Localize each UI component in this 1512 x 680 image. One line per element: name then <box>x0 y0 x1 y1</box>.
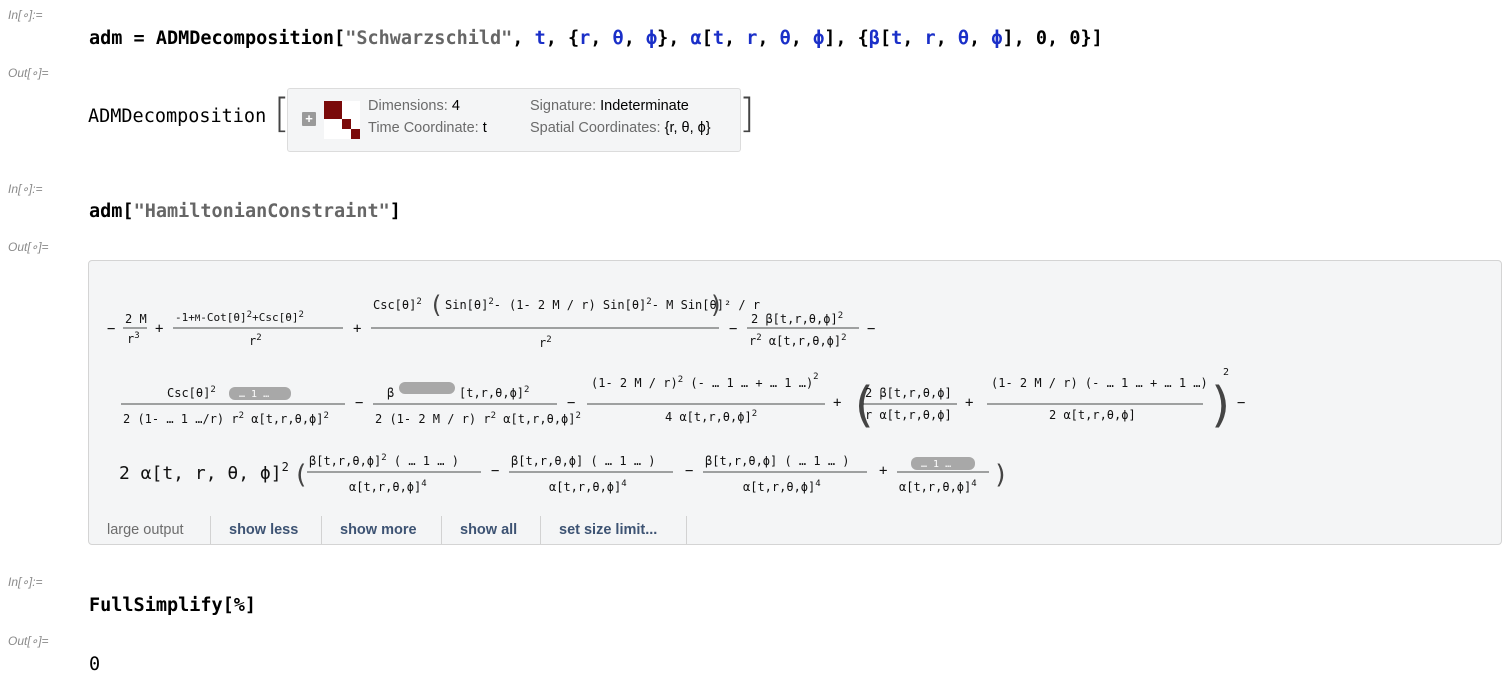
svg-text:Csc[θ]2: Csc[θ]2 <box>373 297 422 312</box>
svg-text:r2: r2 <box>539 335 552 350</box>
svg-text:(1- 2 M / r)2 (- … 1 … + … 1 …: (1- 2 M / r)2 (- … 1 … + … 1 …)2 <box>591 372 819 390</box>
svg-text:−: − <box>729 321 737 337</box>
adm-output-head: ADMDecomposition <box>88 106 267 127</box>
svg-text:+: + <box>833 395 841 411</box>
out-label-1: Out[∘]= <box>8 66 49 80</box>
svg-text:β[t,r,θ,ϕ] ( … 1 … ): β[t,r,θ,ϕ] ( … 1 … ) <box>511 454 656 468</box>
svg-text:(1- 2 M / r) Sin[θ]2- M Sin[θ]: (1- 2 M / r) Sin[θ]2- M Sin[θ]² / r <box>509 297 760 312</box>
svg-text:2: 2 <box>1223 367 1229 378</box>
svg-text:): ) <box>1207 377 1236 433</box>
set-size-limit-button[interactable]: set size limit... <box>559 522 658 538</box>
input-cell-adm-decomposition[interactable]: adm = ADMDecomposition["Schwarzschild", … <box>89 28 1103 49</box>
show-all-button[interactable]: show all <box>460 522 518 538</box>
input-cell-hamiltonian[interactable]: adm["HamiltonianConstraint"] <box>89 201 401 222</box>
svg-text:α[t,r,θ,ϕ]4: α[t,r,θ,ϕ]4 <box>743 479 821 494</box>
svg-text:β: β <box>387 386 394 400</box>
svg-text:−: − <box>107 321 115 337</box>
expand-plus-icon[interactable]: + <box>302 112 316 126</box>
svg-text:r α[t,r,θ,ϕ]: r α[t,r,θ,ϕ] <box>865 408 952 422</box>
in-label-1: In[∘]:= <box>8 8 43 22</box>
show-less-button[interactable]: show less <box>229 522 299 538</box>
svg-text:2 (1- 2 M / r) r2 α[t,r,θ,ϕ]2: 2 (1- 2 M / r) r2 α[t,r,θ,ϕ]2 <box>375 411 581 426</box>
svg-text:−: − <box>867 321 875 337</box>
svg-text:α[t,r,θ,ϕ]4: α[t,r,θ,ϕ]4 <box>549 479 627 494</box>
signature-field: Signature: Indeterminate <box>530 98 689 114</box>
svg-text:+: + <box>965 395 973 411</box>
hamiltonian-expression: − 2 M r3 + -1+M-Cot[θ]2+Csc[θ]2 r2 + Csc[… <box>107 291 1245 494</box>
right-bracket: ] <box>739 91 755 137</box>
svg-text:α[t,r,θ,ϕ]4: α[t,r,θ,ϕ]4 <box>349 479 427 494</box>
large-output-toolbar: large output show less show more show al… <box>89 516 689 544</box>
svg-text:2 α[t,r,θ,ϕ]: 2 α[t,r,θ,ϕ] <box>1049 408 1136 422</box>
metric-matrix-icon <box>324 101 360 139</box>
left-bracket: [ <box>274 91 290 137</box>
svg-text:): ) <box>709 291 723 319</box>
svg-text:-1+M-Cot[θ]2+Csc[θ]2: -1+M-Cot[θ]2+Csc[θ]2 <box>175 310 304 324</box>
adm-function-head: ADMDecomposition[ <box>155 28 346 49</box>
svg-text:−: − <box>491 463 499 479</box>
summary-box[interactable]: + Dimensions: 4 Time Coordinate: t Signa… <box>287 88 741 152</box>
out-label-3: Out[∘]= <box>8 634 49 648</box>
schwarzschild-string: "Schwarzschild" <box>345 28 513 49</box>
adm-symbol: adm <box>89 28 123 49</box>
svg-text:(: ( <box>429 291 443 319</box>
svg-text:): ) <box>993 460 1009 490</box>
svg-text:2 M: 2 M <box>125 312 147 326</box>
in-label-2: In[∘]:= <box>8 182 43 196</box>
svg-text:−: − <box>355 395 363 411</box>
input-cell-fullsimplify[interactable]: FullSimplify[%] <box>89 595 257 616</box>
svg-text:+: + <box>879 463 887 479</box>
svg-text:(1- 2 M / r) (- … 1 … + … 1 …): (1- 2 M / r) (- … 1 … + … 1 …) <box>991 376 1208 390</box>
svg-text:4 α[t,r,θ,ϕ]2: 4 α[t,r,θ,ϕ]2 <box>665 409 757 424</box>
svg-text:+: + <box>353 321 361 337</box>
svg-text:−: − <box>685 463 693 479</box>
svg-text:(: ( <box>293 460 309 490</box>
svg-text:r3: r3 <box>127 331 140 346</box>
large-output-label: large output <box>107 522 184 538</box>
svg-text:−: − <box>567 395 575 411</box>
svg-text:Sin[θ]2-: Sin[θ]2- <box>445 297 501 312</box>
svg-text:2 β[t,r,θ,ϕ]: 2 β[t,r,θ,ϕ] <box>865 386 952 400</box>
time-coordinate-field: Time Coordinate: t <box>368 120 487 136</box>
svg-text:… 1 …: … 1 … <box>239 389 269 400</box>
svg-text:−: − <box>1237 395 1245 411</box>
svg-text:r2: r2 <box>249 333 262 348</box>
dimensions-field: Dimensions: 4 <box>368 98 460 114</box>
spatial-coordinates-field: Spatial Coordinates: {r, θ, ϕ} <box>530 120 711 136</box>
svg-text:2 α[t, r, θ, ϕ]2: 2 α[t, r, θ, ϕ]2 <box>119 460 289 484</box>
svg-text:[t,r,θ,ϕ]2: [t,r,θ,ϕ]2 <box>459 385 529 400</box>
svg-text:2 β[t,r,θ,ϕ]2: 2 β[t,r,θ,ϕ]2 <box>751 311 843 326</box>
hamiltonian-string: "HamiltonianConstraint" <box>133 201 390 222</box>
svg-text:(: ( <box>849 377 878 433</box>
show-more-button[interactable]: show more <box>340 522 417 538</box>
out-label-2: Out[∘]= <box>8 240 49 254</box>
svg-text:2 (1- … 1 …/r) r2 α[t,r,θ,ϕ]2: 2 (1- … 1 …/r) r2 α[t,r,θ,ϕ]2 <box>123 411 329 426</box>
svg-text:r2 α[t,r,θ,ϕ]2: r2 α[t,r,θ,ϕ]2 <box>749 333 847 348</box>
output-zero: 0 <box>89 654 101 675</box>
svg-text:β[t,r,θ,ϕ] ( … 1 … ): β[t,r,θ,ϕ] ( … 1 … ) <box>705 454 850 468</box>
in-label-3: In[∘]:= <box>8 575 43 589</box>
svg-text:α[t,r,θ,ϕ]4: α[t,r,θ,ϕ]4 <box>899 479 977 494</box>
svg-text:β[t,r,θ,ϕ]2 ( … 1 … ): β[t,r,θ,ϕ]2 ( … 1 … ) <box>309 453 459 468</box>
large-output-panel: − 2 M r3 + -1+M-Cot[θ]2+Csc[θ]2 r2 + Csc[… <box>88 260 1502 545</box>
svg-text:+: + <box>155 321 163 337</box>
svg-text:… 1 …: … 1 … <box>921 459 951 470</box>
svg-text:Csc[θ]2: Csc[θ]2 <box>167 385 216 400</box>
